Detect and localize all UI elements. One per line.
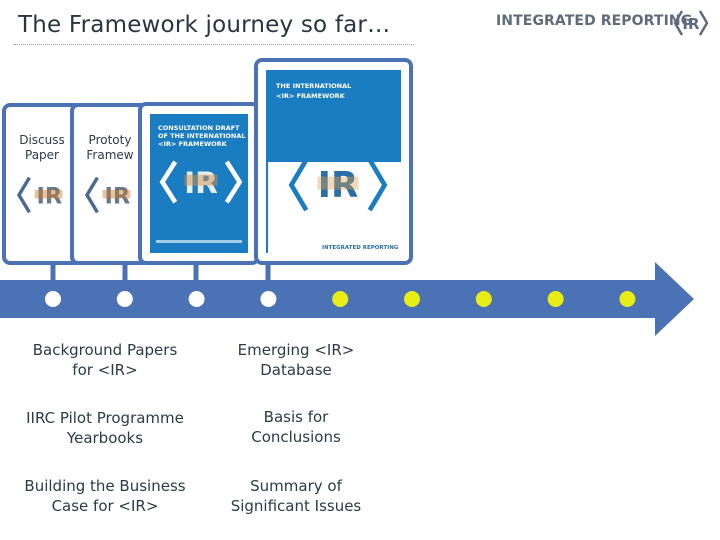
svg-text:IR: IR: [318, 165, 359, 206]
consultation-draft-cover: CONSULTATION DRAFT OF THE INTERNATIONAL …: [150, 114, 248, 253]
output-left-2: Building the Business Case for <IR>: [0, 476, 210, 516]
timeline-dot-completed: [116, 291, 133, 307]
title-underline: [14, 44, 414, 45]
cover-bottom-bar: [156, 240, 242, 243]
doc-label-line1: Prototy: [88, 133, 132, 147]
integrated-reporting-logo: INTEGRATED REPORTING IR: [496, 7, 710, 39]
timeline-connector: [122, 262, 128, 280]
timeline-arrow: [0, 262, 694, 336]
doc-label-line2: Paper: [25, 148, 59, 162]
timeline-connector: [265, 262, 271, 280]
timeline-dot-completed: [188, 291, 205, 307]
cover-title-line2: <IR> FRAMEWORK: [276, 92, 345, 100]
output-line1: Emerging <IR>: [237, 341, 355, 359]
timeline-dot-upcoming: [475, 291, 492, 307]
timeline-connector: [50, 262, 56, 280]
cover-title-line2: OF THE INTERNATIONAL: [158, 132, 246, 140]
cover-title-line3: <IR> FRAMEWORK: [158, 140, 227, 148]
output-left-0: Background Papers for <IR>: [0, 340, 210, 380]
international-framework-cover: THE INTERNATIONAL <IR> FRAMEWORK IR INTE…: [266, 70, 401, 253]
timeline-dot-upcoming: [332, 291, 349, 307]
ir-mark-icon: IR: [288, 158, 388, 212]
ir-mark-icon: IR: [159, 160, 243, 204]
ir-logo-icon: IR: [673, 10, 709, 36]
doc-label-line2: Framew: [86, 148, 134, 162]
svg-text:IR: IR: [104, 184, 130, 210]
output-right-2: Summary of Significant Issues: [196, 476, 396, 516]
timeline-dot-upcoming: [547, 291, 564, 307]
consultation-draft-doc[interactable]: CONSULTATION DRAFT OF THE INTERNATIONAL …: [138, 102, 260, 265]
output-left-1: IIRC Pilot Programme Yearbooks: [0, 408, 210, 448]
output-right-1: Basis for Conclusions: [196, 407, 396, 447]
output-line2: for <IR>: [72, 361, 138, 379]
output-line2: Yearbooks: [66, 429, 144, 447]
cover-footer-text: INTEGRATED REPORTING: [322, 245, 399, 251]
timeline-dot-completed: [45, 291, 61, 307]
cover-title-line1: THE INTERNATIONAL: [276, 82, 352, 90]
timeline-dot-upcoming: [404, 291, 420, 307]
output-line2: Conclusions: [251, 428, 341, 446]
timeline-connector: [193, 262, 199, 280]
output-line1: Background Papers: [32, 341, 178, 359]
ir-mark-icon: IR: [16, 176, 63, 214]
output-line2: Case for <IR>: [51, 497, 159, 515]
page-title: The Framework journey so far…: [18, 12, 391, 38]
timeline-dot-completed: [260, 291, 277, 307]
doc-label-line1: Discuss: [19, 133, 65, 147]
output-line2: Significant Issues: [230, 497, 362, 515]
output-line1: Basis for: [263, 408, 329, 426]
timeline-dot-upcoming: [619, 291, 636, 307]
discussion-paper-doc[interactable]: Discuss Paper IR: [2, 103, 82, 265]
output-line2: Database: [260, 361, 332, 379]
ir-mark-icon: IR: [84, 176, 131, 214]
international-framework-doc[interactable]: THE INTERNATIONAL <IR> FRAMEWORK IR INTE…: [254, 58, 413, 265]
output-line1: IIRC Pilot Programme: [26, 409, 184, 427]
output-right-0: Emerging <IR> Database: [196, 340, 396, 380]
cover-top-band: THE INTERNATIONAL <IR> FRAMEWORK: [268, 70, 401, 162]
svg-text:IR: IR: [36, 184, 62, 210]
logo-text: INTEGRATED REPORTING: [496, 13, 693, 29]
prototype-framework-doc[interactable]: Prototy Framew IR: [70, 103, 150, 265]
cover-title-line1: CONSULTATION DRAFT: [158, 124, 240, 132]
output-line1: Building the Business: [24, 477, 186, 495]
logo-mark-text: IR: [682, 15, 700, 33]
output-line1: Summary of: [250, 477, 342, 495]
